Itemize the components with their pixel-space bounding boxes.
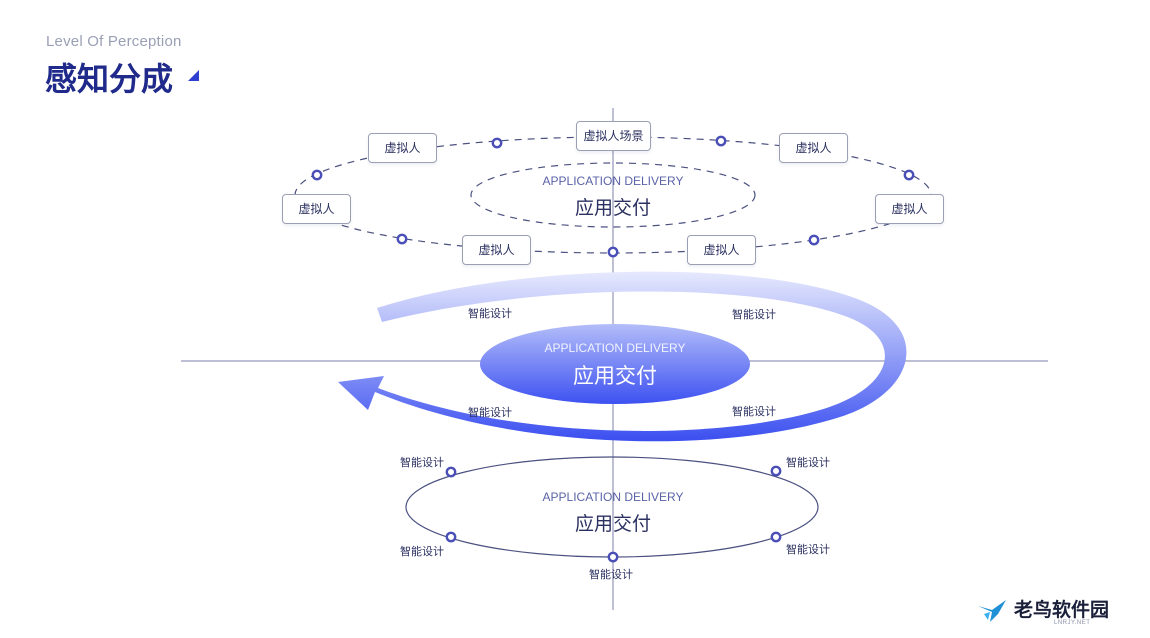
top-node-box: 虚拟人 — [462, 235, 531, 265]
top-node-box: 虚拟人 — [779, 133, 848, 163]
middle-center-chinese: 应用交付 — [573, 364, 657, 388]
top-orbit-node — [396, 233, 408, 245]
top-center-english: APPLICATION DELIVERY — [542, 174, 684, 188]
top-node-box: 虚拟人 — [687, 235, 756, 265]
bird-icon — [978, 600, 1006, 622]
top-node-box: 虚拟人 — [875, 194, 944, 224]
middle-label: 智能设计 — [732, 308, 776, 321]
top-orbit-node — [715, 135, 727, 147]
bottom-label: 智能设计 — [589, 568, 633, 581]
top-orbit-node — [311, 169, 323, 181]
top-node-box: 虚拟人 — [282, 194, 351, 224]
bottom-center-chinese: 应用交付 — [574, 513, 651, 535]
top-orbit-node — [491, 137, 503, 149]
watermark-text: 老鸟软件园 — [1014, 599, 1110, 621]
title-corner-mark — [188, 70, 199, 81]
slide-title: 感知分成 — [45, 60, 174, 98]
bottom-center-english: APPLICATION DELIVERY — [542, 490, 684, 504]
top-node-box: 虚拟人 — [368, 133, 437, 163]
bottom-orbit-node — [445, 531, 457, 543]
bottom-orbit-node — [445, 466, 457, 478]
top-node-box: 虚拟人场景 — [576, 121, 651, 151]
watermark-logo: 老鸟软件园 LNRJY.NET — [950, 586, 1150, 638]
bottom-label: 智能设计 — [400, 545, 444, 558]
bottom-orbit-node — [770, 465, 782, 477]
watermark-url: LNRJY.NET — [1054, 620, 1091, 626]
bottom-label: 智能设计 — [786, 543, 830, 556]
bottom-label: 智能设计 — [786, 456, 830, 469]
top-center-chinese: 应用交付 — [574, 197, 651, 219]
center-ellipse — [480, 324, 750, 404]
bottom-orbit — [405, 456, 819, 558]
bottom-label: 智能设计 — [400, 456, 444, 469]
middle-label: 智能设计 — [732, 405, 776, 418]
top-orbit-node — [903, 169, 915, 181]
top-orbit-node — [607, 246, 619, 258]
slide-subtitle: Level Of Perception — [46, 33, 182, 50]
middle-center-english: APPLICATION DELIVERY — [544, 341, 686, 355]
middle-label: 智能设计 — [468, 406, 512, 419]
bottom-orbit-node — [607, 551, 619, 563]
middle-label: 智能设计 — [468, 307, 512, 320]
top-orbit-node — [808, 234, 820, 246]
top-inner-orbit — [470, 162, 756, 228]
bottom-orbit-node — [770, 531, 782, 543]
